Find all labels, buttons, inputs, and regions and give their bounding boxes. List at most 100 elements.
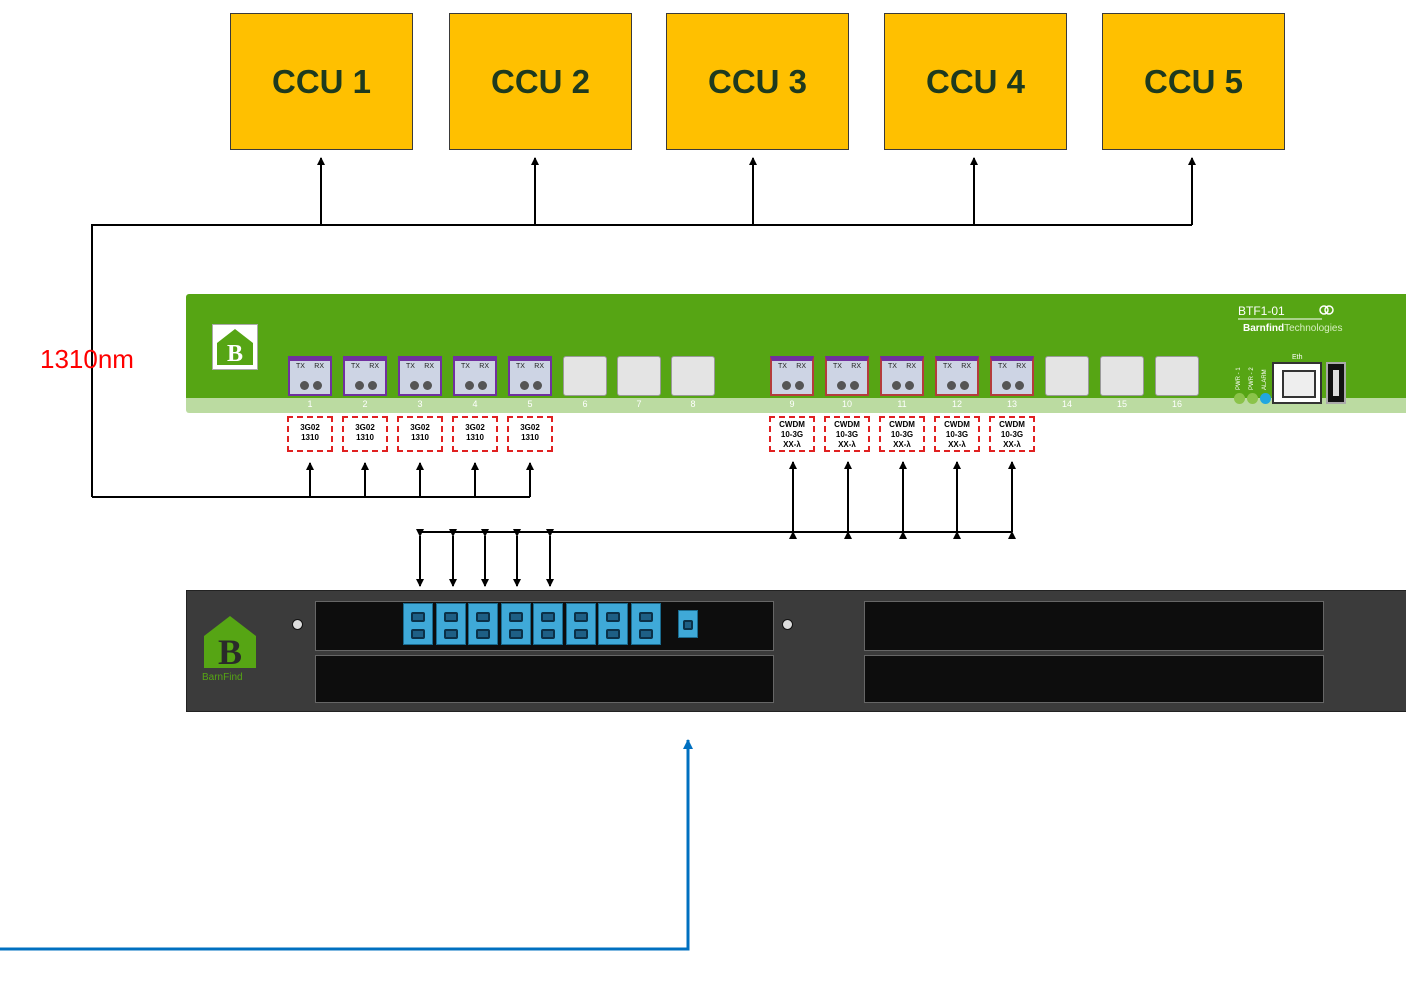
fiber-hole-icon <box>1002 381 1011 390</box>
sfp-rx-label: RX <box>534 363 544 370</box>
port-number: 13 <box>1006 399 1017 409</box>
pwr1-led-label: PWR - 1 <box>1236 367 1242 390</box>
sfp-module-label-line: 10-3G <box>890 430 914 439</box>
sfp-module-label-line: XX-λ <box>783 440 801 449</box>
sfp-rx-label: RX <box>479 363 489 370</box>
sfp-module-label-line: CWDM <box>834 420 860 429</box>
eth-label: Eth <box>1292 354 1303 361</box>
lc-port-icon <box>508 629 523 639</box>
sfp-port-15[interactable] <box>1100 356 1144 396</box>
cwdm-bus-lines <box>416 461 1016 587</box>
sfp-module-label-line: 10-3G <box>1000 430 1024 439</box>
port-number: 16 <box>1171 399 1182 409</box>
sfp-module-label-line: 1310 <box>466 433 484 442</box>
barnfind-logo-icon: B <box>212 324 258 370</box>
fiber-hole-icon <box>533 381 542 390</box>
sfp-module-label-line: 10-3G <box>835 430 859 439</box>
sfp-tx-label: TX <box>296 363 305 370</box>
chassis-logo-text: BarnFind <box>202 672 243 683</box>
lc-port-icon <box>443 612 458 622</box>
sfp-module-label-line: 3G02 <box>355 423 375 432</box>
lc-port-icon <box>541 629 555 639</box>
sfp-port-1[interactable]: TX RX <box>288 356 332 396</box>
sfp-module-label-line: XX-λ <box>838 440 856 449</box>
sfp-module-label-line: 1310 <box>411 433 429 442</box>
sfp-tx-label: TX <box>943 363 952 370</box>
fiber-hole-icon <box>465 381 474 390</box>
port-number: 12 <box>951 399 962 409</box>
ccu-3-box: CCU 3 <box>666 13 849 150</box>
sfp-tx-label: TX <box>406 363 415 370</box>
sfp-module-label-line: XX-λ <box>1003 440 1021 449</box>
sfp-port-7[interactable] <box>617 356 661 396</box>
lc-duplex-connector[interactable] <box>435 603 466 645</box>
port-number: 4 <box>472 399 478 409</box>
ccu-2-box: CCU 2 <box>449 13 632 150</box>
sfp-rx-label: RX <box>314 363 324 370</box>
usb-port[interactable] <box>1326 362 1346 404</box>
sfp-port-8[interactable] <box>671 356 715 396</box>
sfp-tx-label: TX <box>351 363 360 370</box>
sfp-port-16[interactable] <box>1155 356 1199 396</box>
fiber-hole-icon <box>478 381 487 390</box>
lc-duplex-connector[interactable] <box>565 603 596 645</box>
fiber-hole-icon <box>300 381 309 390</box>
sfp-port-6[interactable] <box>563 356 607 396</box>
sfp-module-label-line: CWDM <box>889 420 915 429</box>
lc-duplex-connector[interactable] <box>533 603 563 645</box>
brand-label: BarnfindTechnologies <box>1243 323 1343 334</box>
alarm-led-label: ALARM <box>1262 369 1268 390</box>
sfp-rx-label: RX <box>424 363 434 370</box>
lc-duplex-connector[interactable] <box>468 603 498 645</box>
sfp-module-label-line: 1310 <box>301 433 319 442</box>
lc-duplex-connector[interactable] <box>403 603 433 645</box>
sfp-tx-label: TX <box>888 363 897 370</box>
sfp-rx-label: RX <box>906 363 916 370</box>
model-underline <box>1238 318 1322 320</box>
port-number: 14 <box>1061 399 1072 409</box>
sfp-module-label-line: CWDM <box>999 420 1025 429</box>
lc-port-icon <box>476 612 490 622</box>
lc-port-icon <box>443 629 458 639</box>
model-label: BTF1-01 <box>1238 304 1285 318</box>
lc-port-icon <box>573 629 588 639</box>
port-number: 15 <box>1116 399 1127 409</box>
sfp-module-label-line: 1310 <box>521 433 539 442</box>
lc-port-icon <box>541 612 555 622</box>
fiber-hole-icon <box>313 381 322 390</box>
lc-port-icon <box>476 629 490 639</box>
sfp-port-11[interactable]: TX RX <box>880 356 924 396</box>
logo-letter: B <box>227 341 243 367</box>
chassis-slot-2 <box>315 655 774 703</box>
lc-duplex-connector[interactable] <box>500 603 531 645</box>
lc-duplex-connector[interactable] <box>630 603 661 645</box>
alarm-led <box>1260 393 1271 404</box>
screw-icon <box>292 619 303 630</box>
sfp-rx-label: RX <box>1016 363 1026 370</box>
ethernet-port[interactable] <box>1272 362 1322 404</box>
sfp-port-14[interactable] <box>1045 356 1089 396</box>
lc-single-connector[interactable] <box>678 610 698 638</box>
sfp-module-label-line: CWDM <box>779 420 805 429</box>
sfp-module-label-line: 10-3G <box>945 430 969 439</box>
lc-port-icon <box>606 629 620 639</box>
sfp-module-label-line: 3G02 <box>410 423 430 432</box>
pwr1-led <box>1234 393 1245 404</box>
port-number: 3 <box>417 399 423 409</box>
port-number: 5 <box>527 399 533 409</box>
sfp-port-3[interactable]: TX RX <box>398 356 442 396</box>
lc-duplex-connector[interactable] <box>598 603 628 645</box>
sfp-module-label-line: 10-3G <box>780 430 804 439</box>
